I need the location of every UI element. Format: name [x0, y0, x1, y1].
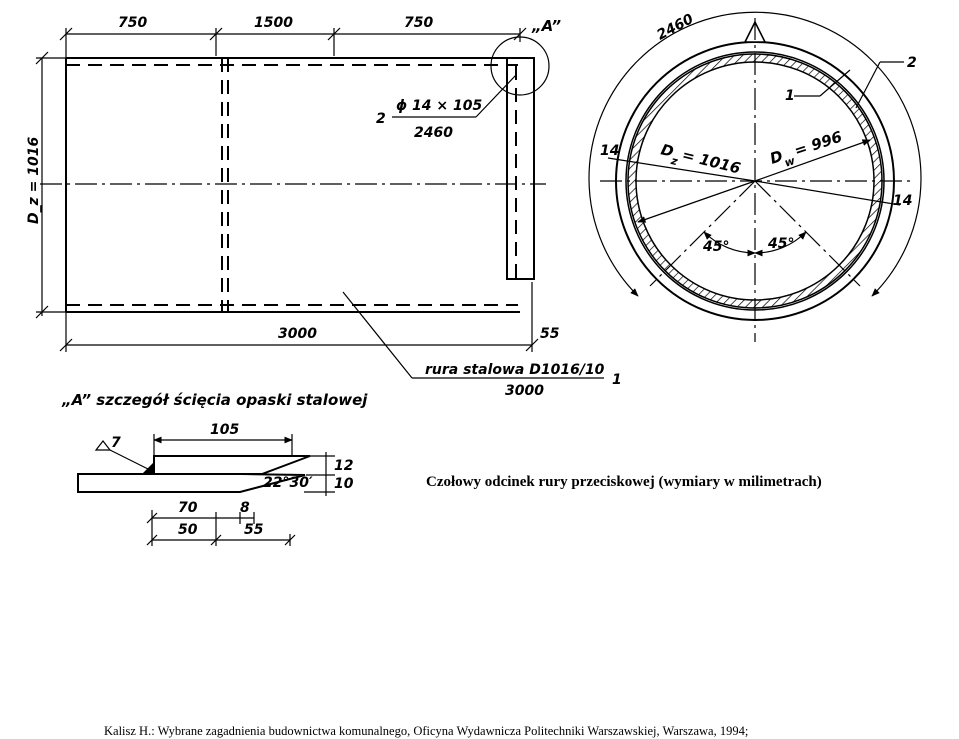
detail-a: „A” szczegół ścięcia opaski stalowej 7 1…: [61, 391, 368, 546]
pipe-cross-section: 2460 45° 45° 14 14 Dz= 1016 Dw= 996 1 2: [588, 11, 922, 342]
angle-45-right: 45°: [767, 236, 794, 252]
band-section: [153, 455, 311, 475]
dim-dz-vertical: D_z = 1016: [26, 137, 42, 224]
callout-2-spec: ϕ 14 × 105: [396, 98, 482, 114]
source-footer: Kalisz H.: Wybrane zagadnienia budownict…: [104, 724, 748, 738]
figure-caption: Czołowy odcinek rury przeciskowej (wymia…: [426, 474, 822, 490]
dim-55-detail: 55: [244, 522, 264, 538]
angle-45-left: 45°: [702, 239, 729, 255]
dim-50: 50: [178, 522, 198, 538]
pipe-label-number: 1: [612, 372, 622, 388]
dim-750-left: 750: [118, 15, 147, 31]
arc-dim-2460: [588, 11, 922, 297]
detail-title: „A” szczegół ścięcia opaski stalowej: [61, 391, 368, 409]
dim-8: 8: [240, 500, 250, 516]
dim-55: 55: [540, 326, 560, 342]
callout-2-length: 2460: [414, 125, 453, 141]
angle-arc-right: [754, 231, 807, 257]
pipe-side-view: 750 1500 750 „A” D_z = 1016 2 ϕ 14 × 105…: [26, 15, 622, 399]
weld-symbol: [94, 440, 112, 451]
dim-70: 70: [178, 500, 198, 516]
dim-3000: 3000: [278, 326, 317, 342]
dz-line: [637, 180, 756, 223]
dw-line: [754, 139, 871, 182]
dim-10: 10: [334, 476, 354, 492]
weld-size: 7: [111, 435, 121, 451]
callout-2: 2: [907, 55, 917, 71]
dim-750-right: 750: [404, 15, 433, 31]
leader-1: [819, 69, 851, 97]
thickness-14-left: 14: [600, 143, 619, 159]
callout-2-leader: [475, 74, 517, 118]
callout-1: 1: [785, 88, 795, 104]
detail-a-marker: „A”: [531, 17, 561, 35]
dim-105: 105: [210, 422, 239, 438]
thickness-14-right: 14: [893, 193, 912, 209]
pipe-label-leader: [342, 291, 413, 379]
dim-12: 12: [334, 458, 353, 474]
detail-a-circle: [490, 36, 550, 96]
steel-band: [506, 57, 535, 280]
leader-2: [855, 61, 881, 109]
arc-length: 2460: [654, 11, 696, 44]
angle-label: 22°30′: [263, 475, 313, 491]
pipe-label-length: 3000: [505, 383, 544, 399]
weld-fillet: [142, 462, 154, 474]
pipe-label-spec: rura stalowa D1016/10: [425, 362, 605, 378]
dim-1500: 1500: [254, 15, 293, 31]
angle-arc-left: [703, 231, 756, 257]
callout-2-number: 2: [376, 111, 386, 127]
